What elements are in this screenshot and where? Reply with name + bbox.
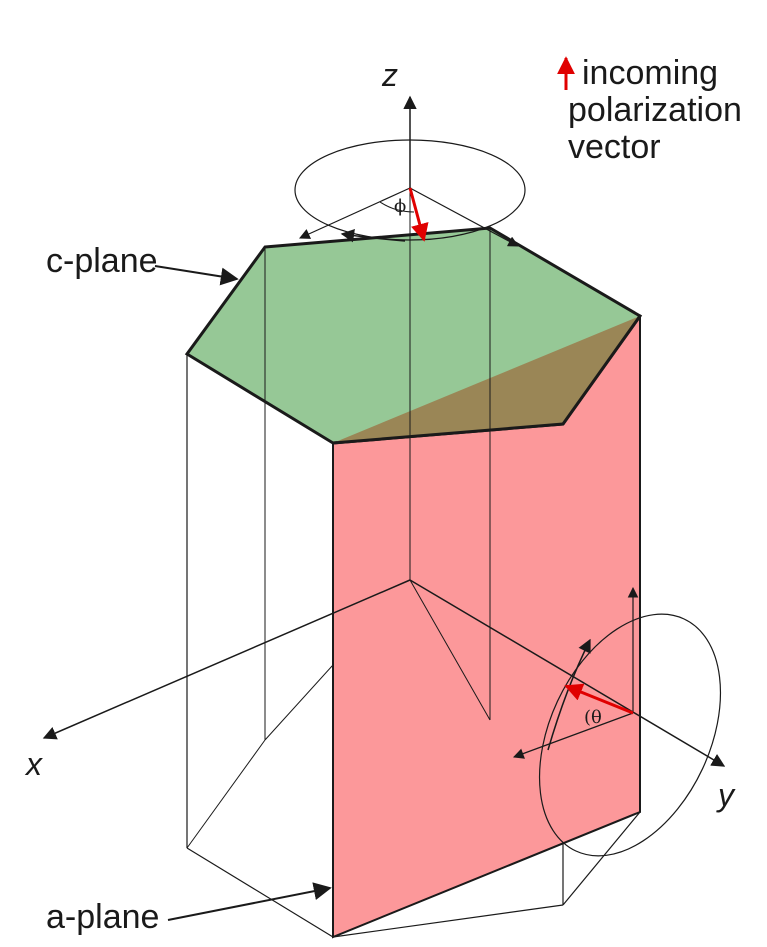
theta-label: (θ — [584, 707, 602, 728]
polarization-vector-side — [564, 683, 634, 715]
phi-angle-arc — [379, 201, 415, 213]
interior-lines — [264, 188, 491, 740]
side-axis-down — [512, 712, 634, 759]
z-axis-label: z — [381, 57, 398, 93]
phi-label: ϕ — [394, 196, 406, 217]
legend-line-1: incoming — [582, 54, 718, 92]
polarization-vector-top — [408, 187, 429, 242]
phi-rotation-ellipse — [294, 139, 526, 241]
a-plane-pointer — [167, 882, 332, 921]
x-axis-label: x — [24, 746, 43, 782]
legend-line-2: polarization — [568, 91, 742, 129]
top-axis-left — [299, 187, 411, 239]
theta-rotation-ellipse — [538, 613, 722, 857]
c-plane-pointer — [154, 265, 239, 286]
x-axis — [42, 579, 411, 740]
top-axis-right — [409, 187, 519, 247]
phi-rotation-arrow — [340, 229, 406, 243]
c-plane-label: c-plane — [46, 242, 158, 280]
overlap-edges — [332, 315, 642, 445]
y-axis — [409, 579, 726, 767]
legend-line-3: vector — [568, 128, 661, 166]
y-axis-label: y — [716, 777, 736, 813]
a-plane-label: a-plane — [46, 898, 159, 936]
